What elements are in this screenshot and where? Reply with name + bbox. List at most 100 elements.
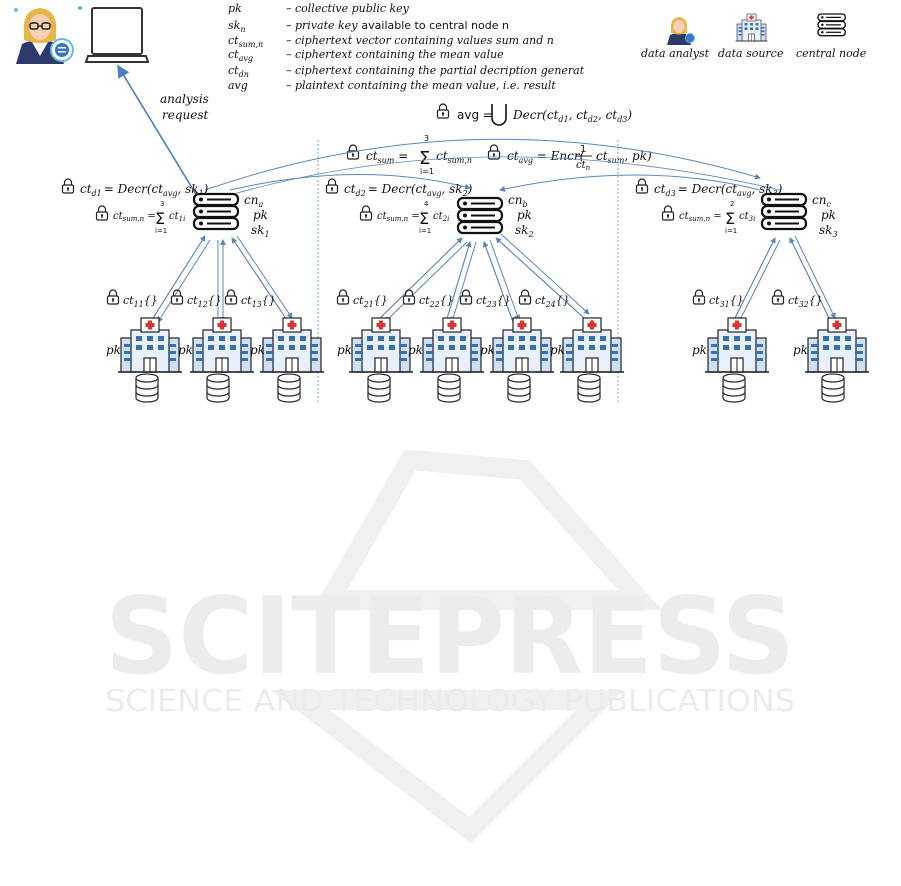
source-pk-13: pk (250, 343, 265, 357)
source-label-24: ct24{} (518, 289, 570, 309)
legend-central-node-icon (817, 13, 846, 37)
data-source-12-icon (189, 317, 255, 373)
source-pk-11: pk (106, 343, 121, 357)
svg-text:i=1: i=1 (420, 167, 434, 176)
formula-ct-d3: ctd3= Decr(ctavg, sk3) (635, 178, 783, 198)
legend-row-ct-avg: ctavg– ciphertext containing the mean va… (228, 48, 504, 63)
database-13-icon (277, 373, 301, 403)
svg-text:ct3i: ct3i (739, 211, 755, 223)
svg-text:ctsum,n =: ctsum,n = (113, 211, 156, 223)
central-node-a-icon (192, 192, 240, 231)
svg-text:Σ: Σ (155, 209, 165, 228)
svg-text:ct23{}: ct23{} (476, 294, 511, 309)
links-c (734, 235, 835, 322)
analysis-request-label: analysis request (160, 92, 213, 122)
cn-b-pk: pk (517, 208, 532, 222)
svg-text:ctsum =: ctsum = (366, 149, 408, 165)
data-source-23-icon (489, 317, 555, 373)
cn-c-sk: sk3 (819, 223, 838, 239)
legend-label-data-analyst: data analyst (641, 47, 710, 60)
legend-data-source-icon (735, 13, 768, 42)
data-source-13-icon (259, 317, 325, 373)
cn-c-pk: pk (821, 208, 836, 222)
central-node-c-icon (760, 192, 808, 231)
svg-text:ct24{}: ct24{} (535, 294, 570, 309)
source-pk-31: pk (692, 343, 707, 357)
cn-a-pk: pk (253, 208, 268, 222)
source-label-22: ct22{} (402, 289, 454, 309)
formula-ct-sum-a: ctsum,n = 3 Σ i=1 ct1i (95, 200, 185, 235)
source-label-11: ct11{} (106, 289, 158, 309)
data-source-11-icon (117, 317, 183, 373)
database-32-icon (821, 373, 845, 403)
source-pk-23: pk (480, 343, 495, 357)
central-node-b-icon (456, 196, 504, 235)
legend-row-avg: avg– plaintext containing the mean value… (228, 79, 556, 92)
svg-text:ct12{}: ct12{} (187, 294, 222, 309)
svg-text:3: 3 (160, 200, 164, 208)
database-21-icon (367, 373, 391, 403)
links-a (153, 235, 292, 322)
svg-text:ctd2= Decr(ctavg, sk2): ctd2= Decr(ctavg, sk2) (344, 182, 473, 198)
cluster-c: ctd3= Decr(ctavg, sk3) ctsum,n = 2 Σ i=1… (635, 178, 870, 403)
database-23-icon (507, 373, 531, 403)
legend-row-ct-dn: ctdn– ciphertext containing the partial … (228, 64, 585, 79)
svg-text:ctsum,n: ctsum,n (436, 149, 472, 165)
source-label-12: ct12{} (170, 289, 222, 309)
cn-c-label: cnc (812, 193, 831, 209)
database-31-icon (722, 373, 746, 403)
svg-text:ct11{}: ct11{} (123, 294, 158, 309)
cn-b-label: cnb (508, 193, 528, 209)
source-label-32: ct32{} (771, 289, 823, 309)
analysis-request-arrow (117, 64, 198, 197)
watermark-main: SCITEPRESS (105, 575, 795, 698)
svg-text:ct32{}: ct32{} (788, 294, 823, 309)
database-11-icon (135, 373, 159, 403)
source-label-13: ct13{} (224, 289, 276, 309)
svg-text:ct21{}: ct21{} (353, 294, 388, 309)
data-source-24-icon (559, 317, 625, 373)
central-links (204, 138, 781, 199)
cluster-b: ctd2= Decr(ctavg, sk2) ctsum,n = 4 Σ i=1… (325, 178, 625, 403)
svg-text:ct2i: ct2i (433, 211, 449, 223)
svg-text:3: 3 (424, 134, 429, 143)
source-label-23: ct23{} (459, 289, 511, 309)
legend-label-central-node: central node (796, 47, 867, 60)
svg-text:avg =: avg = (457, 108, 493, 122)
watermark: SCITEPRESS SCIENCE AND TECHNOLOGY PUBLIC… (105, 449, 795, 844)
svg-text:Σ: Σ (725, 209, 735, 228)
data-source-22-icon (419, 317, 485, 373)
source-pk-12: pk (178, 343, 193, 357)
cn-a-label: cna (244, 193, 263, 209)
legend-data-analyst-icon (667, 17, 695, 45)
source-pk-24: pk (550, 343, 565, 357)
formula-avg: avg = Decr(ctd1, ctd2, ctd3) (436, 103, 632, 126)
svg-text:Σ: Σ (419, 209, 429, 228)
database-22-icon (437, 373, 461, 403)
formula-ct-d2: ctd2= Decr(ctavg, sk2) (325, 178, 473, 198)
svg-text:ctsum,n =: ctsum,n = (679, 211, 722, 223)
legend: pk– collective public key skn– private k… (228, 2, 585, 92)
svg-text:ct22{}: ct22{} (419, 294, 454, 309)
cluster-a: ctd1= Decr(ctavg, sk1) ctsum,n = 3 Σ i=1… (61, 178, 325, 403)
svg-text:ct1i: ct1i (169, 211, 185, 223)
formula-ct-sum-c: ctsum,n = 2 Σ i=1 ct3i (661, 200, 755, 235)
source-pk-22: pk (408, 343, 423, 357)
formula-ct-d1: ctd1= Decr(ctavg, sk1) (61, 178, 209, 198)
svg-text:ctd3= Decr(ctavg, sk3): ctd3= Decr(ctavg, sk3) (654, 182, 783, 198)
links-b (380, 233, 589, 322)
data-source-31-icon (704, 317, 770, 373)
svg-text:Decr(ctd1, ctd2, ctd3): Decr(ctd1, ctd2, ctd3) (512, 108, 632, 124)
cn-b-sk: sk2 (515, 223, 534, 239)
svg-text:4: 4 (424, 200, 429, 208)
svg-text:2: 2 (730, 200, 734, 208)
svg-text:Σ: Σ (419, 148, 430, 169)
svg-text:i=1: i=1 (155, 227, 167, 235)
svg-text:ct13{}: ct13{} (241, 294, 276, 309)
data-source-21-icon (348, 317, 414, 373)
database-12-icon (206, 373, 230, 403)
legend-row-ct-sum: ctsum,n– ciphertext vector containing va… (228, 34, 554, 49)
source-pk-21: pk (337, 343, 352, 357)
